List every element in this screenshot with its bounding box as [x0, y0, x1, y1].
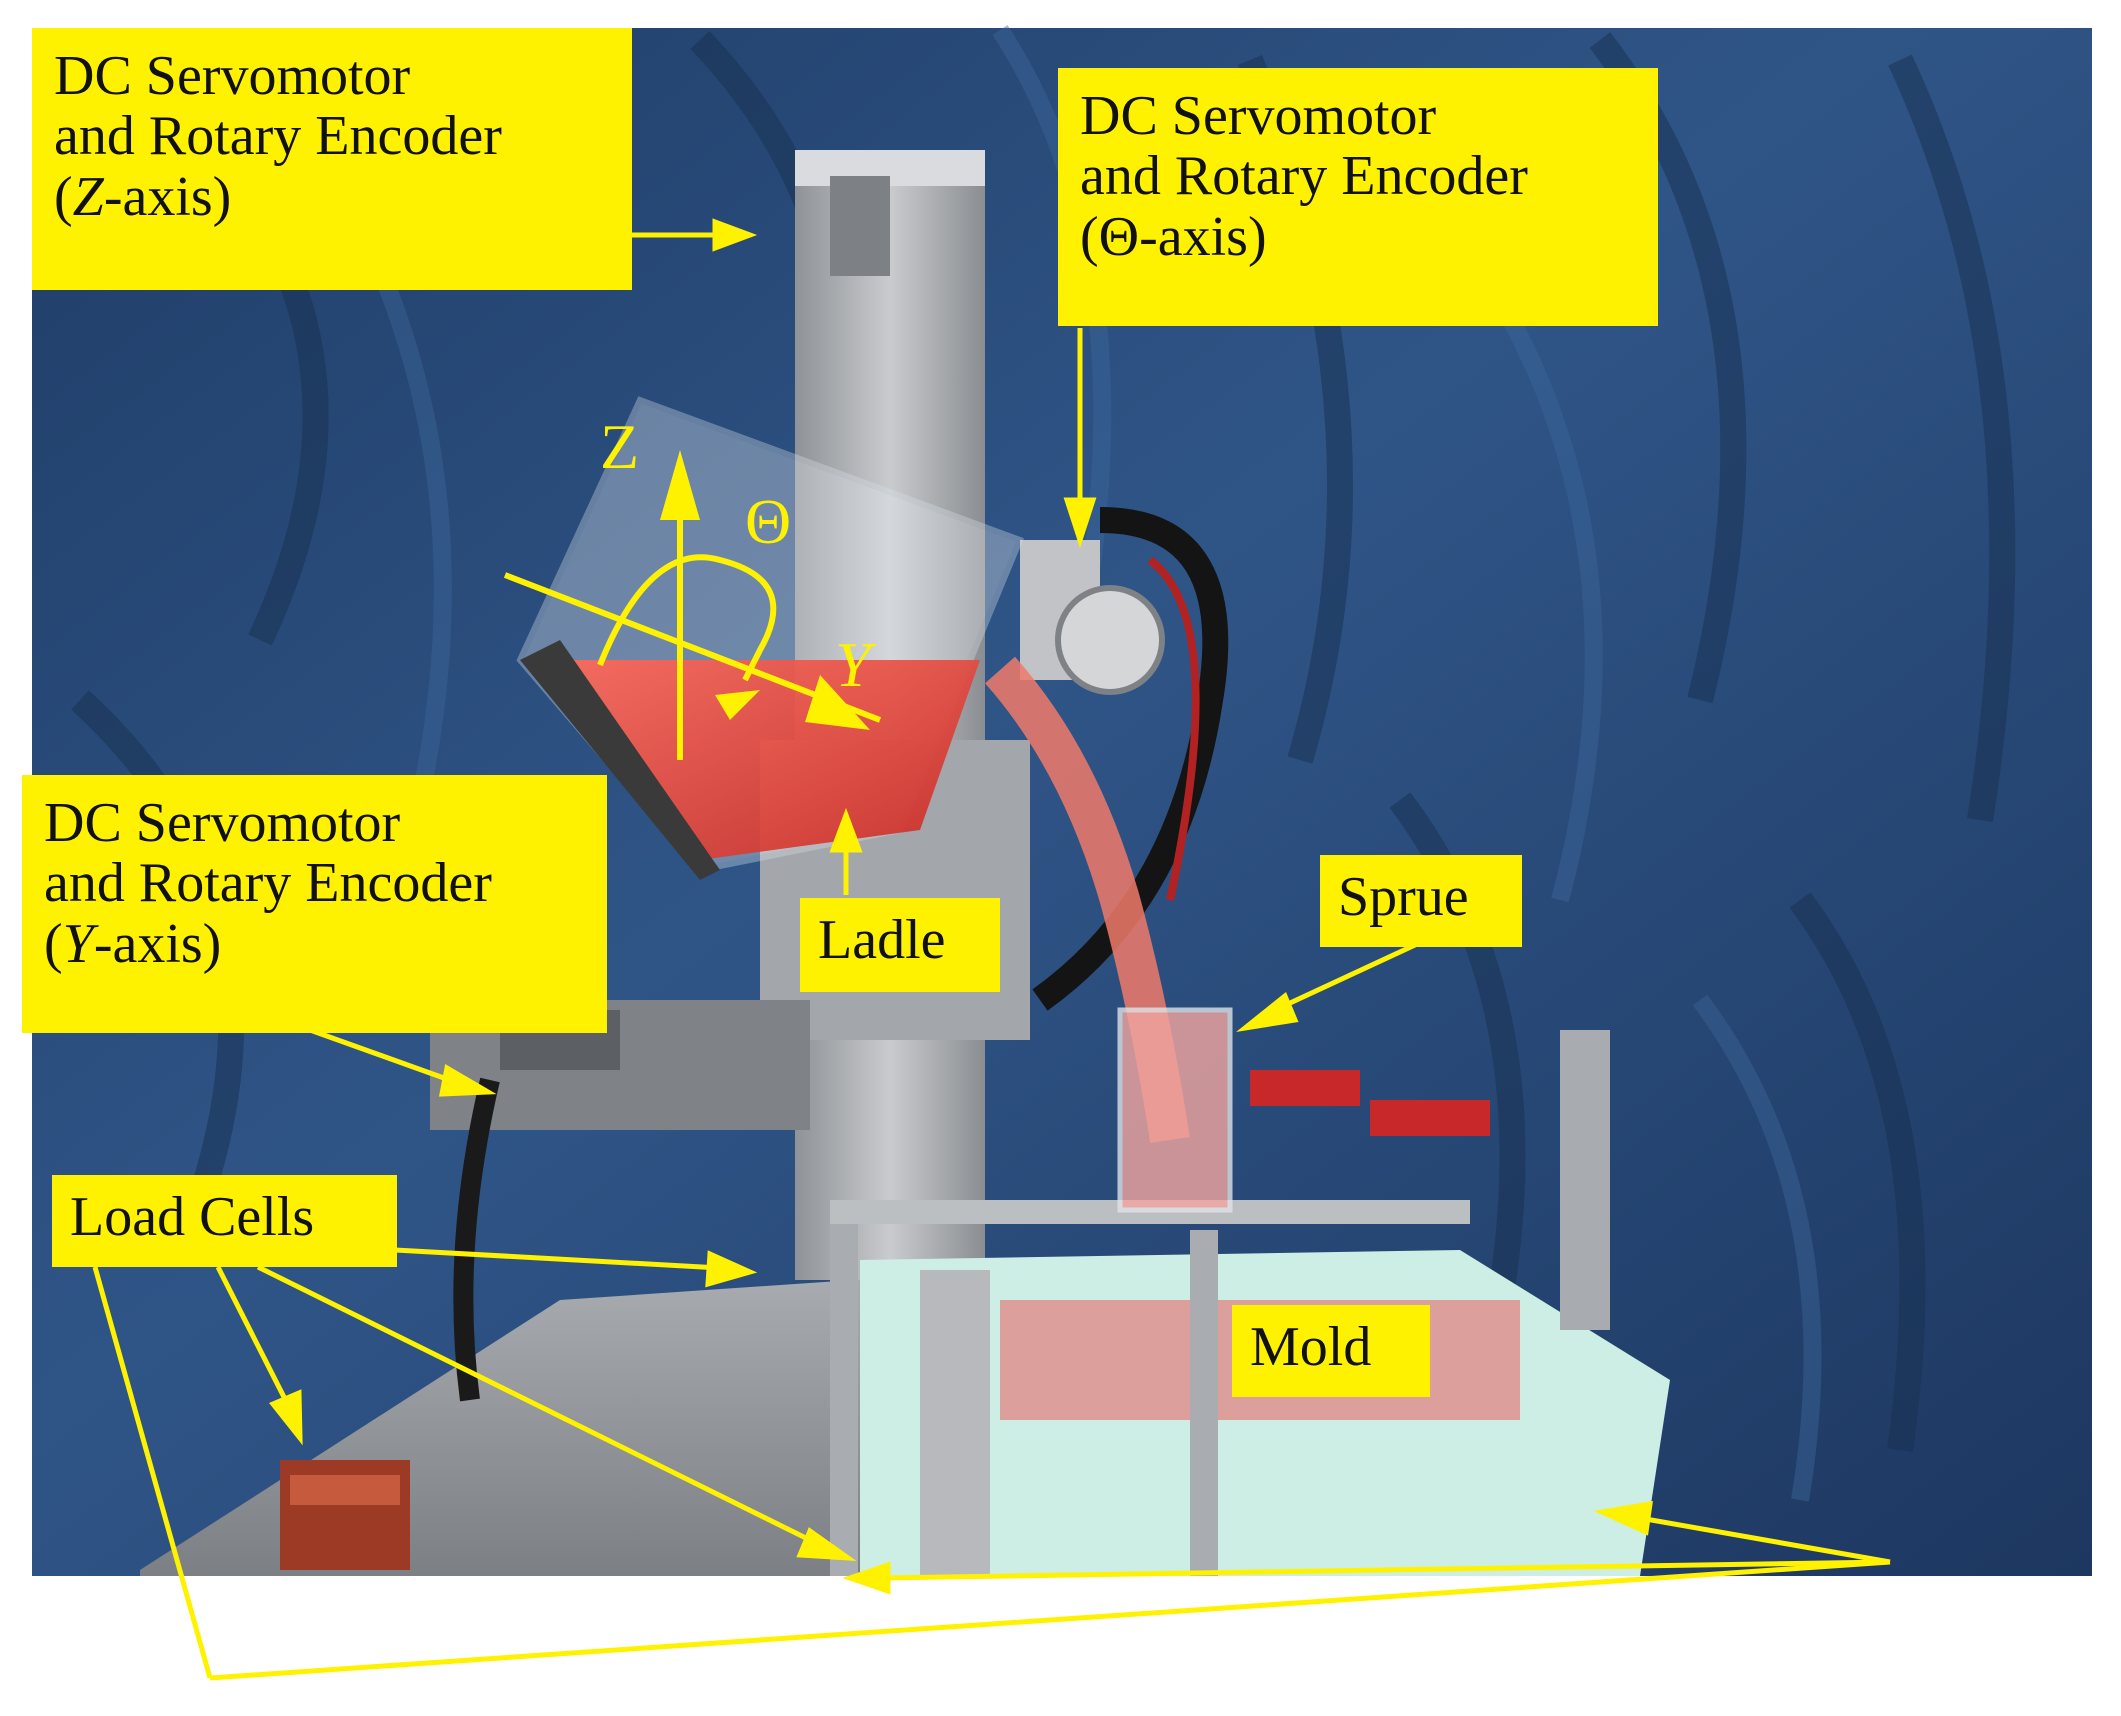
- axis-annotations: [503, 450, 882, 760]
- ladle-label: Ladle: [800, 898, 1000, 992]
- z-axis-letter: Z: [600, 411, 640, 482]
- load-cells-label: Load Cells: [52, 1175, 397, 1267]
- z-motor-line1: DC Servomotor: [54, 45, 411, 107]
- y-motor-axis-open: (: [44, 912, 63, 975]
- y-motor-label: DC Servomotor and Rotary Encoder (Y-axis…: [22, 775, 607, 1033]
- z-motor-axis: (Z-axis): [54, 167, 610, 227]
- z-motor-label: DC Servomotor and Rotary Encoder (Z-axis…: [32, 28, 632, 290]
- ladle: [516, 396, 1024, 880]
- theta-axis-letter: Θ: [745, 486, 792, 557]
- sprue-label: Sprue: [1320, 855, 1522, 947]
- z-motor-line2: and Rotary Encoder: [54, 105, 502, 168]
- z-motor-axis-close: -axis): [103, 165, 232, 228]
- z-motor-axis-open: (: [54, 165, 73, 228]
- y-motor-axis: (Y-axis): [44, 914, 585, 974]
- y-motor-line1: DC Servomotor: [44, 792, 401, 854]
- y-motor-axis-close: -axis): [93, 912, 222, 975]
- y-motor-axis-letter: Y: [62, 912, 94, 975]
- theta-motor-line1: DC Servomotor: [1080, 85, 1437, 147]
- y-motor-line2: and Rotary Encoder: [44, 852, 492, 915]
- leader-lines: [92, 218, 1891, 1681]
- y-axis-letter: Y: [835, 629, 871, 700]
- theta-motor-line2: and Rotary Encoder: [1080, 145, 1528, 208]
- theta-motor-axis: (Θ-axis): [1080, 205, 1267, 268]
- mold-label: Mold: [1232, 1305, 1430, 1397]
- z-motor-axis-letter: Z: [72, 165, 104, 228]
- theta-motor-label: DC Servomotor and Rotary Encoder (Θ-axis…: [1058, 68, 1658, 326]
